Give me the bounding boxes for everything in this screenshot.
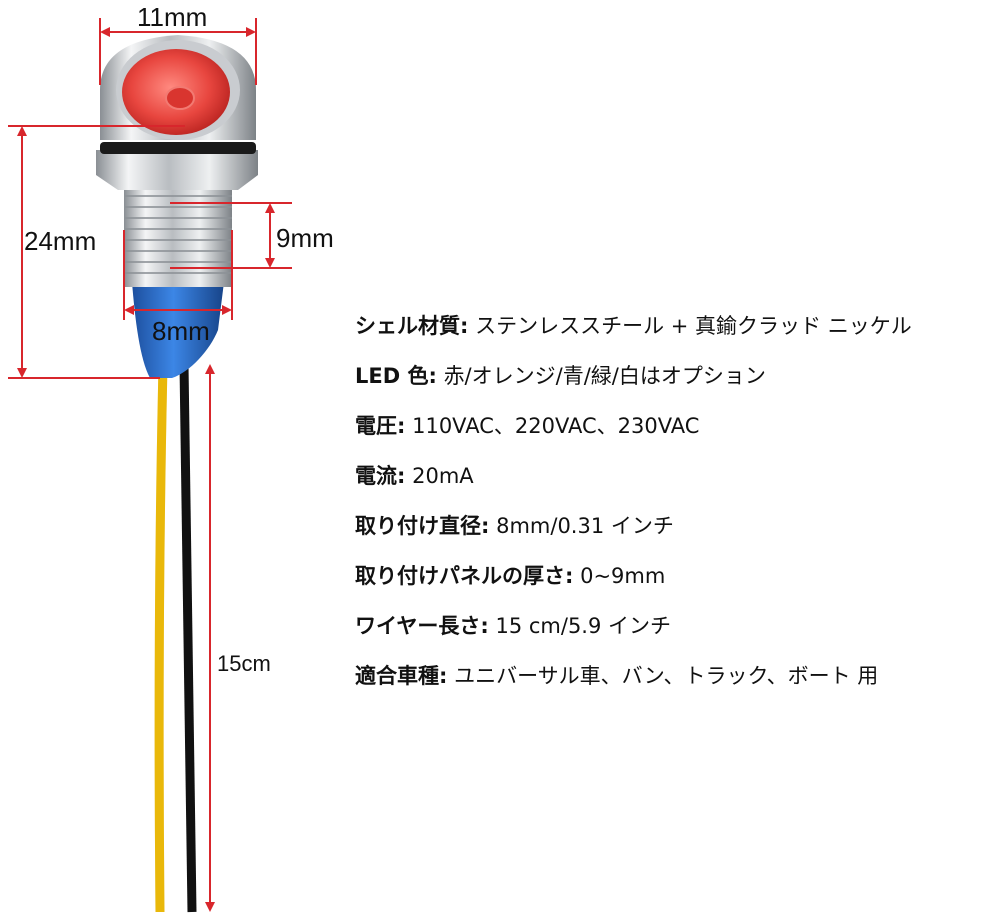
spec-key: LED 色:	[355, 364, 437, 388]
spec-item-compatible-vehicles: 適合車種: ユニバーサル車、バン、トラック、ボート 用	[355, 658, 912, 708]
spec-key: 電流:	[355, 464, 406, 488]
rubber-washer	[100, 142, 256, 154]
spec-value: 0~9mm	[580, 564, 666, 588]
lens-center	[165, 86, 195, 110]
spec-item-mount-diameter: 取り付け直径: 8mm/0.31 インチ	[355, 508, 912, 558]
dimension-lines	[8, 18, 292, 912]
spec-item-panel-thickness: 取り付けパネルの厚さ: 0~9mm	[355, 558, 912, 608]
thread-lines	[124, 195, 232, 274]
spec-value: ユニバーサル車、バン、トラック、ボート 用	[454, 664, 879, 688]
yellow-wire	[154, 364, 168, 913]
spec-key: 電圧:	[355, 414, 406, 438]
spec-key: シェル材質:	[355, 314, 469, 338]
black-wire	[179, 364, 197, 913]
head-diameter-label: 11mm	[137, 2, 208, 32]
mount-diameter-label: 8mm	[152, 316, 210, 346]
wire-length-label: 15cm	[217, 651, 271, 676]
threaded-body	[124, 185, 232, 287]
spec-item-wire-length: ワイヤー長さ: 15 cm/5.9 インチ	[355, 608, 912, 658]
spec-value: 20mA	[412, 464, 474, 488]
yellow-wire-edge	[154, 364, 168, 913]
spec-list: シェル材質: ステンレススチール + 真鍮クラッド ニッケル LED 色: 赤/…	[355, 308, 912, 708]
spec-key: 取り付け直径:	[355, 514, 490, 538]
body-length-label: 24mm	[24, 226, 97, 256]
spec-item-current: 電流: 20mA	[355, 458, 912, 508]
spec-value: 15 cm/5.9 インチ	[495, 614, 672, 638]
spec-item-voltage: 電圧: 110VAC、220VAC、230VAC	[355, 408, 912, 458]
spec-value: 赤/オレンジ/青/緑/白はオプション	[443, 364, 766, 388]
spec-value: ステンレススチール + 真鍮クラッド ニッケル	[475, 314, 912, 338]
spec-item-shell-material: シェル材質: ステンレススチール + 真鍮クラッド ニッケル	[355, 308, 912, 358]
spec-key: 取り付けパネルの厚さ:	[355, 564, 574, 588]
spec-key: 適合車種:	[355, 664, 448, 688]
blue-sleeve	[132, 282, 224, 378]
spec-value: 8mm/0.31 インチ	[496, 514, 674, 538]
hex-nut	[96, 150, 258, 190]
spec-item-led-color: LED 色: 赤/オレンジ/青/緑/白はオプション	[355, 358, 912, 408]
thread-length-label: 9mm	[276, 223, 334, 253]
spec-key: ワイヤー長さ:	[355, 614, 489, 638]
spec-value: 110VAC、220VAC、230VAC	[412, 414, 700, 438]
